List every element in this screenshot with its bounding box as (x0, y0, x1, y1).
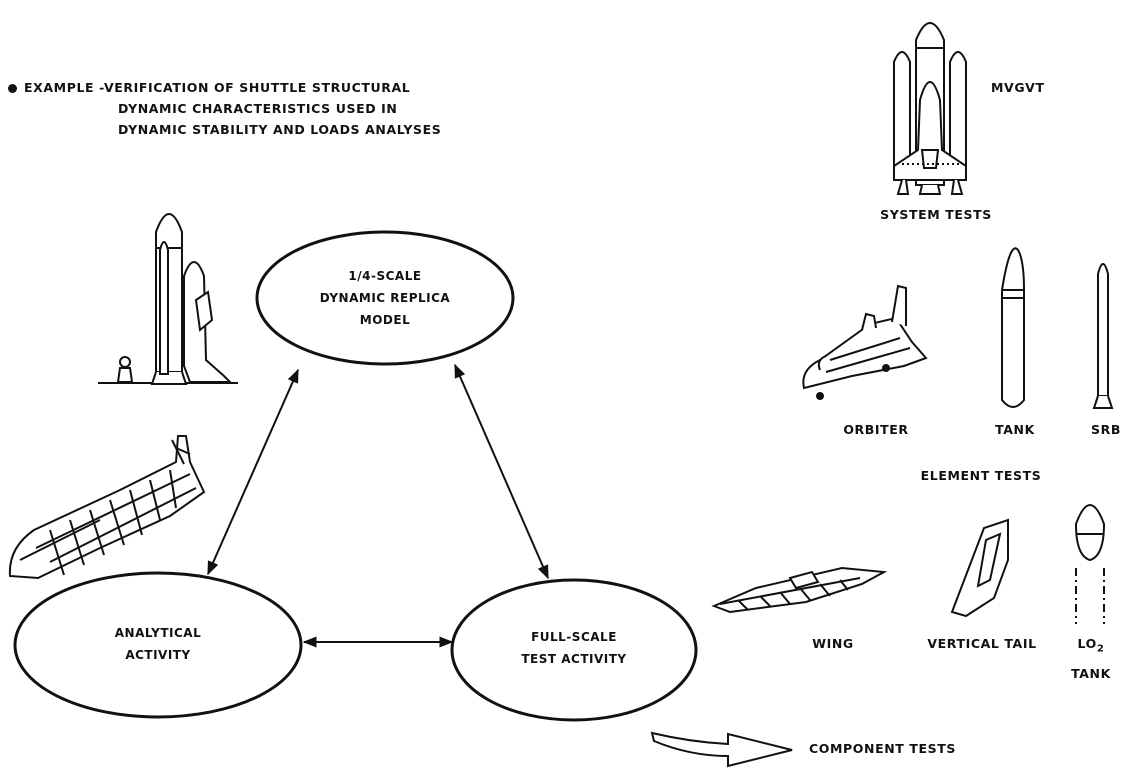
wing-icon (711, 566, 888, 614)
mvgvt-vehicle-icon (893, 22, 967, 195)
finite-element-model-icon (8, 435, 206, 580)
replica-line-2: DYNAMIC REPLICA (319, 291, 451, 305)
component-tests-label: COMPONENT TESTS (809, 741, 956, 756)
analytical-activity-ellipse (13, 571, 303, 719)
analytical-line-1: ANALYTICAL (114, 626, 202, 640)
lo2-tank-icon (1074, 504, 1106, 624)
system-tests-label: SYSTEM TESTS (880, 207, 992, 222)
fullscale-test-label: FULL-SCALE TEST ACTIVITY (474, 626, 674, 670)
tank-label: TANK (995, 422, 1035, 437)
component-tests-arrow-icon (650, 731, 793, 768)
lo2-main-text: LO (1077, 636, 1097, 651)
element-tests-label: ELEMENT TESTS (920, 468, 1042, 483)
fullscale-test-ellipse (450, 578, 698, 722)
replica-line-3: MODEL (359, 313, 411, 327)
example-line-2: DYNAMIC CHARACTERISTICS USED IN (118, 101, 398, 116)
example-bullet-icon (8, 84, 17, 93)
arrow-replica-fullscale (454, 363, 549, 580)
srb-label: SRB (1091, 422, 1121, 437)
arrow-replica-analytical (207, 368, 299, 576)
wing-label: WING (812, 636, 854, 651)
example-line-1: EXAMPLE -VERIFICATION OF SHUTTLE STRUCTU… (24, 80, 411, 95)
replica-line-1: 1/4-SCALE (348, 269, 422, 283)
example-line-3: DYNAMIC STABILITY AND LOADS ANALYSES (118, 122, 442, 137)
external-tank-icon (1001, 247, 1025, 408)
vertical-tail-label: VERTICAL TAIL (927, 636, 1037, 651)
vertical-tail-icon (950, 518, 1009, 618)
srb-icon (1092, 263, 1114, 409)
analytical-line-2: ACTIVITY (125, 648, 191, 662)
mvgvt-label: MVGVT (991, 80, 1045, 95)
orbiter-icon (802, 284, 928, 400)
fullscale-line-2: TEST ACTIVITY (521, 652, 627, 666)
lo2-label: LO2 (1077, 636, 1105, 655)
lo2-tank-label: TANK (1071, 666, 1111, 681)
replica-model-label: 1/4-SCALE DYNAMIC REPLICA MODEL (285, 265, 485, 331)
orbiter-label: ORBITER (843, 422, 909, 437)
analytical-activity-label: ANALYTICAL ACTIVITY (58, 622, 258, 666)
fullscale-line-1: FULL-SCALE (531, 630, 617, 644)
replica-model-ellipse (255, 230, 515, 366)
lo2-subscript: 2 (1096, 643, 1105, 655)
shuttle-stack-model-icon (98, 213, 238, 385)
